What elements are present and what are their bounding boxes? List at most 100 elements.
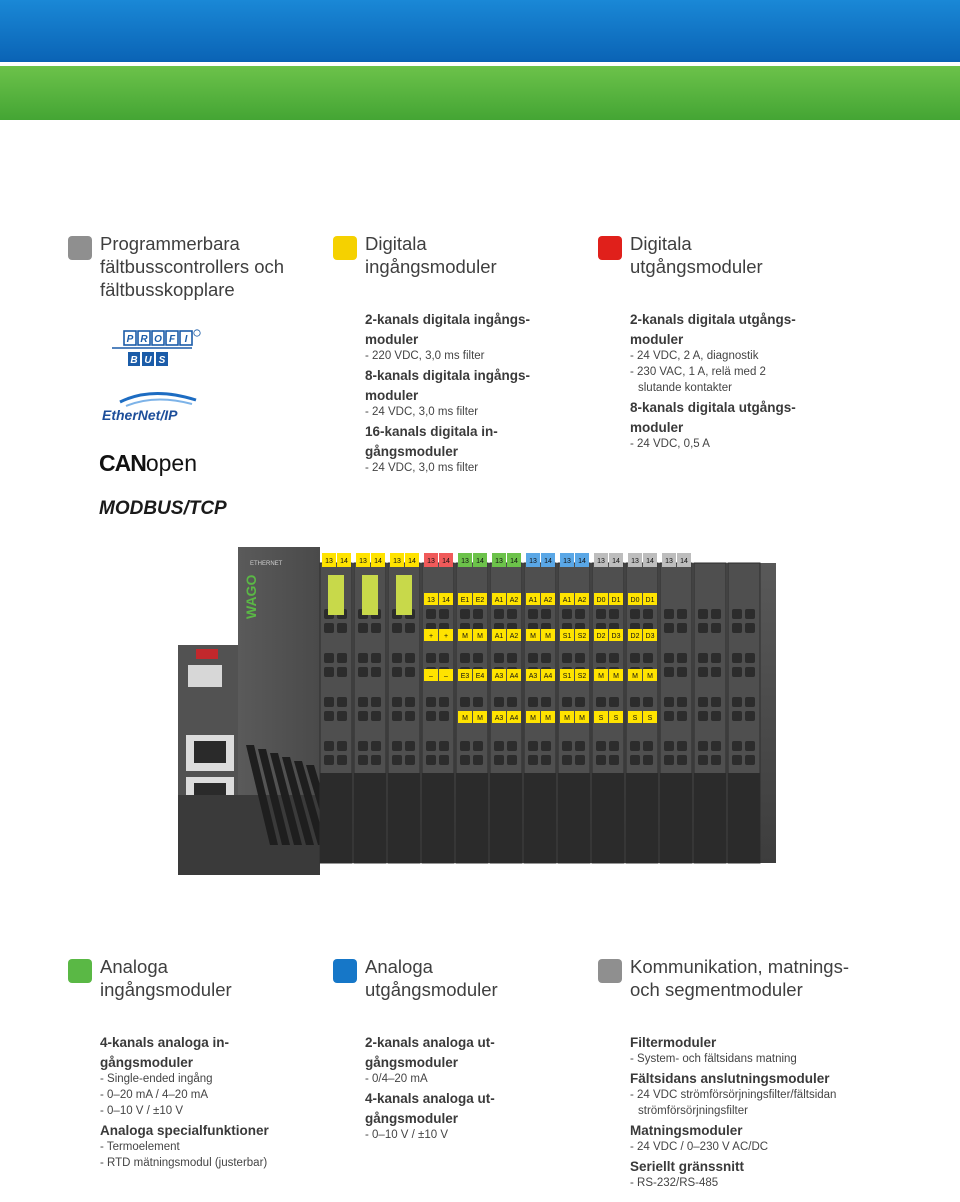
- device-label-chip: [492, 669, 506, 681]
- device-label-chip: [526, 711, 540, 723]
- device-label: A1: [495, 597, 504, 604]
- device-label-chip: [458, 711, 472, 723]
- device-label-chip: [492, 593, 506, 605]
- spec-heading: 8-kanals digitala utgångs-: [630, 400, 796, 415]
- profibus-letter-box: [128, 352, 140, 366]
- spec-list: 2-kanals digitala ingångs-moduler- 220 V…: [365, 312, 583, 476]
- device-label-chip: [507, 711, 521, 723]
- spec-heading: Matningsmoduler: [630, 1123, 743, 1138]
- device-label: M: [477, 633, 483, 640]
- device-label: A1: [563, 597, 572, 604]
- profibus-letter: P: [127, 334, 134, 345]
- section-header: Digitala utgångsmoduler: [598, 232, 868, 278]
- device-top-label: 14: [578, 558, 586, 565]
- device-label: E2: [476, 597, 485, 604]
- ethernet-ip-logo: EtherNet/IP: [100, 388, 202, 428]
- profibus-letter: S: [159, 355, 166, 366]
- device-top-label: 14: [476, 558, 484, 565]
- section-title: Programmerbara fältbusscontrollers och f…: [100, 232, 284, 301]
- device-label: A2: [510, 597, 519, 604]
- device-label-chip: [609, 593, 623, 605]
- section-header: Analoga ingångsmoduler: [68, 955, 323, 1001]
- io-system-device-image: ETHERNET WAGO 13 14 13 14 13 14 13 14 13 14 13 14 13…: [178, 545, 778, 915]
- device-label-chip: [507, 669, 521, 681]
- device-label-chip: [628, 711, 642, 723]
- spec-item: - 0–10 V / ±10 V: [365, 1129, 449, 1141]
- device-top-label: 13: [529, 558, 537, 565]
- header-band-blue: [0, 0, 960, 62]
- device-label: E3: [461, 673, 470, 680]
- spec-heading: 4-kanals analoga in-: [100, 1035, 230, 1050]
- device-top-label: 13: [393, 558, 401, 565]
- title-line: Programmerbara: [100, 233, 240, 254]
- device-label-chip: [541, 593, 555, 605]
- device-top-label: 13: [563, 558, 571, 565]
- device-top-label-chip: [526, 553, 540, 567]
- device-top-label: 13: [631, 558, 639, 565]
- device-label-chip: [594, 593, 608, 605]
- profibus-letter: U: [144, 355, 152, 366]
- device-label-chip: [526, 593, 540, 605]
- section-title: Digitala utgångsmoduler: [630, 232, 763, 278]
- spec-heading: moduler: [630, 420, 684, 435]
- device-label: A2: [544, 597, 553, 604]
- device-top-label-chip: [628, 553, 642, 567]
- device-label-chip: [575, 593, 589, 605]
- device-top-label-chip: [337, 553, 351, 567]
- device-label: M: [545, 715, 551, 722]
- device-top-label: 13: [495, 558, 503, 565]
- canopen-open-text: open: [145, 450, 198, 476]
- device-top-label: 14: [612, 558, 620, 565]
- spec-heading: gångsmoduler: [365, 1111, 459, 1126]
- device-top-label-chip: [507, 553, 521, 567]
- device-label: A4: [510, 715, 519, 722]
- spec-heading: gångsmoduler: [365, 1055, 459, 1070]
- device-label-chip: [439, 669, 453, 681]
- device-label: M: [647, 673, 653, 680]
- spec-heading: 8-kanals digitala ingångs-: [365, 368, 531, 383]
- section-analog-outputs: Analoga utgångsmoduler 2-kanals analoga …: [333, 955, 583, 1143]
- device-label-chip: [643, 593, 657, 605]
- device-label-chip: [473, 711, 487, 723]
- device-label: +: [429, 633, 433, 640]
- spec-heading: moduler: [365, 388, 419, 403]
- section-digital-outputs: Digitala utgångsmoduler 2-kanals digital…: [598, 232, 868, 452]
- spec-heading: 4-kanals analoga ut-: [365, 1091, 495, 1106]
- device-label-chip: [424, 629, 438, 641]
- section-header: Programmerbara fältbusscontrollers och f…: [68, 232, 318, 301]
- device-top-label-chip: [473, 553, 487, 567]
- device-top-label: 14: [680, 558, 688, 565]
- device-label-chip: [526, 629, 540, 641]
- header-band-green: [0, 66, 960, 120]
- device-top-label: 13: [665, 558, 673, 565]
- device-label-chip: [628, 669, 642, 681]
- spec-item: - System- och fältsidans matning: [630, 1053, 797, 1065]
- device-label: S: [599, 715, 604, 722]
- profibus-letter-box: [156, 352, 168, 366]
- device-label: S: [648, 715, 653, 722]
- wago-brand-text: WAGO: [243, 575, 259, 619]
- device-label: D0: [597, 597, 606, 604]
- spec-item: - RTD mätningsmodul (justerbar): [100, 1157, 268, 1169]
- title-line: fältbusscontrollers och: [100, 256, 285, 277]
- svg-text:ETHERNET: ETHERNET: [250, 561, 283, 567]
- device-label: A3: [495, 715, 504, 722]
- device-label: 14: [442, 597, 450, 604]
- title-line: utgångsmoduler: [365, 979, 498, 1000]
- profibus-letter-box: [165, 330, 179, 346]
- spec-item: - 24 VDC, 3,0 ms filter: [365, 406, 479, 418]
- device-label: M: [462, 633, 468, 640]
- device-top-label: 14: [544, 558, 552, 565]
- device-label-chip: [458, 669, 472, 681]
- device-top-label-chip: [424, 553, 438, 567]
- device-top-label: 13: [359, 558, 367, 565]
- spec-heading: 16-kanals digitala in-: [365, 424, 498, 439]
- device-label-chip: [560, 629, 574, 641]
- device-label: S2: [578, 673, 587, 680]
- device-label: A4: [510, 673, 519, 680]
- device-top-label: 14: [510, 558, 518, 565]
- spec-heading: moduler: [365, 332, 419, 347]
- device-label-chip: [526, 669, 540, 681]
- device-top-label: 13: [427, 558, 435, 565]
